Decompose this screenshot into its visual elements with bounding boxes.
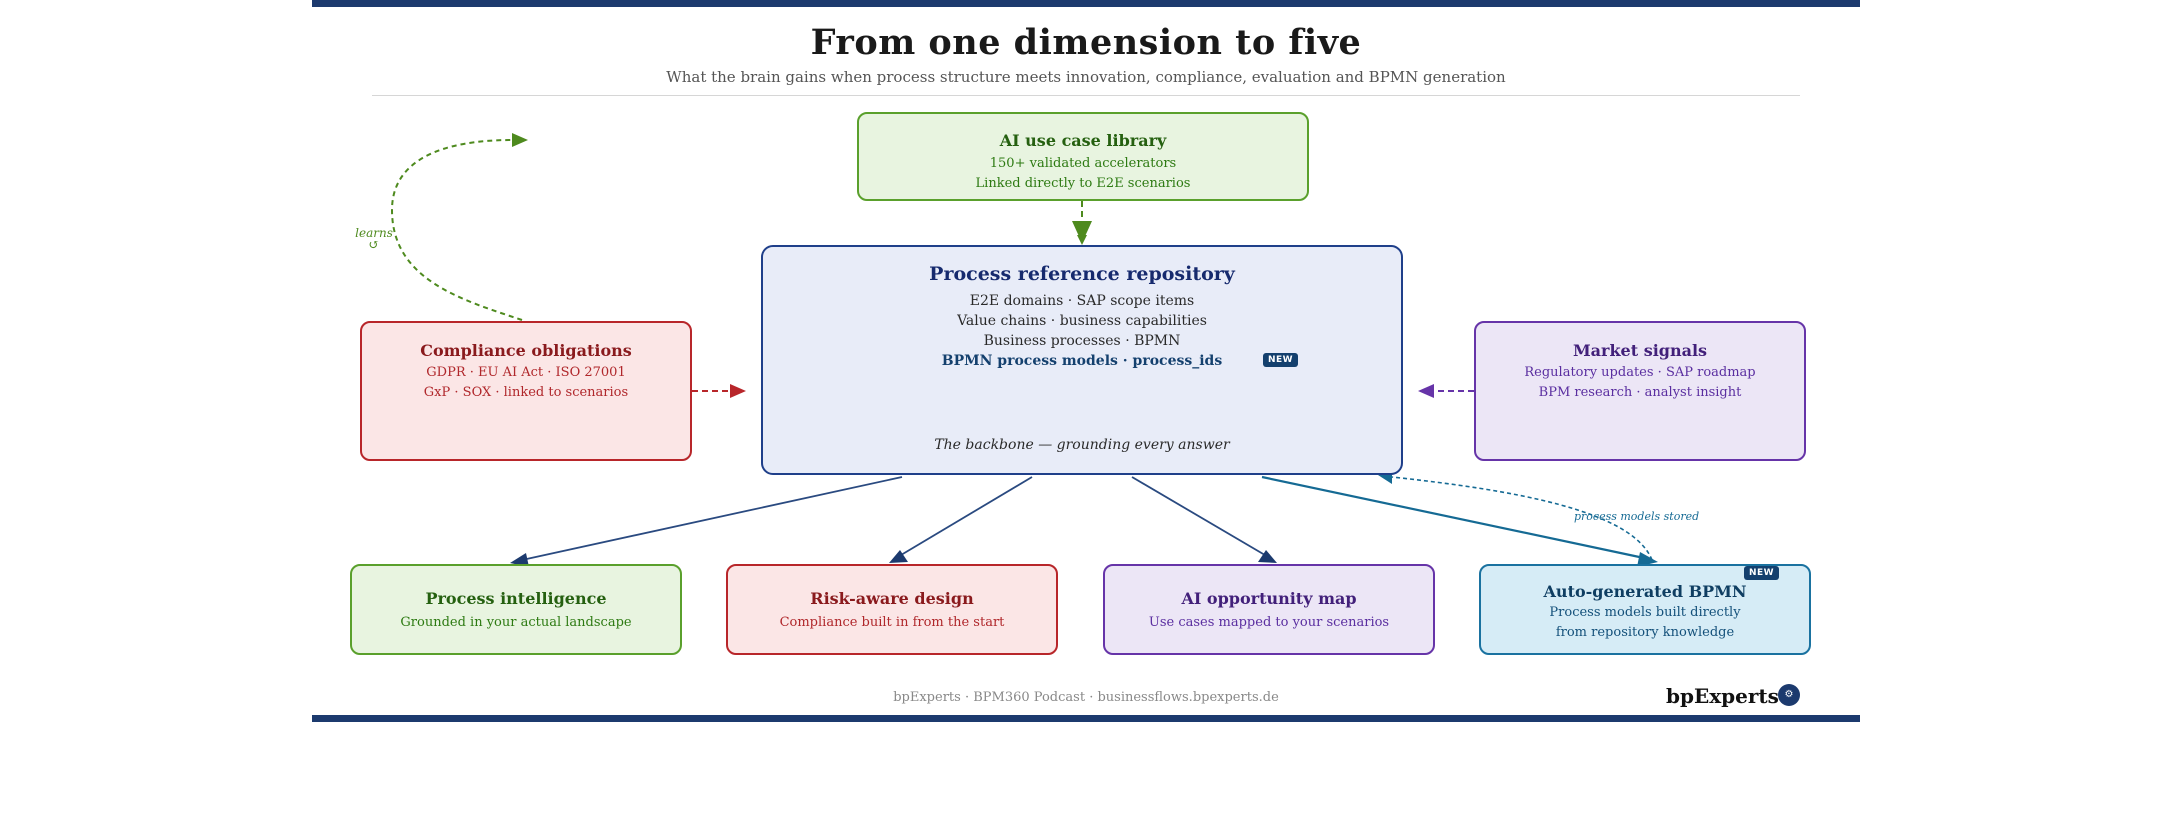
market-line-1: Regulatory updates · SAP roadmap [1524,365,1756,380]
bpmn-new-badge: NEW [1744,566,1780,580]
library-line-1: 150+ validated accelerators [989,156,1177,171]
top-accent-bar [312,0,1860,7]
connector-layer [390,133,1658,567]
arrow-library-head [1072,221,1092,243]
arrow-opportunity-head [1258,550,1277,563]
core-line-1: E2E domains · SAP scope items [969,293,1195,309]
title-divider [372,95,1800,96]
arrow-risk-head [889,550,908,563]
arrow-market-head [1418,384,1434,398]
market-signals-box: Market signals Regulatory updates · SAP … [1474,321,1806,461]
bpmn-line-1: Process models built directly [1549,605,1741,620]
models-stored-annotation: process models stored [1574,510,1700,523]
risk-line-1: Compliance built in from the start [779,615,1005,630]
process-reference-repository-box: Process reference repository E2E domains… [761,245,1403,475]
arrow-learns-loop [390,139,523,321]
brand-gear-icon: ⚙ [1778,684,1800,706]
arrow-to-bpmn [1261,475,1645,560]
arrow-to-risk [895,476,1033,559]
compliance-line-1: GDPR · EU AI Act · ISO 27001 [426,365,626,380]
core-tagline: The backbone — grounding every answer [934,437,1230,453]
bottom-accent-bar [312,715,1860,722]
arrow-models-stored [1391,476,1653,561]
ai-use-case-library-box: AI use case library 150+ validated accel… [857,112,1309,201]
brand-logo-text: bpExperts [1666,684,1779,708]
core-line-3: Business processes · BPMN [983,333,1181,349]
process-intelligence-box: Process intelligence Grounded in your ac… [350,564,682,655]
bpmn-line-2: from repository knowledge [1555,625,1735,640]
library-title: AI use case library [999,131,1167,150]
auto-generated-bpmn-box: Auto-generated BPMN Process models built… [1479,564,1811,655]
market-line-2: BPM research · analyst insight [1538,385,1742,400]
arrow-to-intelligence [521,476,903,561]
arrow-to-opportunity [1131,476,1271,559]
arrow-bpmn-head [1637,552,1658,567]
compliance-line-2: GxP · SOX · linked to scenarios [423,385,629,400]
intelligence-title: Process intelligence [425,589,607,608]
slide-frame: From one dimension to five What the brai… [312,0,1860,722]
intelligence-line-1: Grounded in your actual landscape [400,615,632,630]
opportunity-title: AI opportunity map [1181,589,1357,608]
page-subtitle: What the brain gains when process struct… [666,68,1506,86]
bpmn-title: Auto-generated BPMN [1543,582,1747,601]
arrow-learns-head [512,133,528,147]
compliance-obligations-box: Compliance obligations GDPR · EU AI Act … [360,321,692,461]
ai-opportunity-map-box: AI opportunity map Use cases mapped to y… [1103,564,1435,655]
market-title: Market signals [1572,341,1708,360]
arrow-compliance-head [730,384,746,398]
footer-credits: bpExperts · BPM360 Podcast · businessflo… [893,690,1279,705]
core-line-4: BPMN process models · process_ids [941,353,1223,369]
core-new-badge: NEW [1263,353,1299,367]
compliance-title: Compliance obligations [420,341,632,360]
page-title: From one dimension to five [810,22,1362,63]
risk-aware-design-box: Risk-aware design Compliance built in fr… [726,564,1058,655]
learns-cycle-icon: ↺ [368,238,380,253]
core-line-2: Value chains · business capabilities [957,313,1207,329]
risk-title: Risk-aware design [810,589,974,608]
learns-label: learns [355,226,393,240]
library-line-2: Linked directly to E2E scenarios [975,176,1191,191]
learns-annotation: learns ↺ [354,226,394,253]
arrow-intelligence-head [510,553,529,567]
core-title: Process reference repository [929,263,1235,285]
opportunity-line-1: Use cases mapped to your scenarios [1148,615,1390,630]
